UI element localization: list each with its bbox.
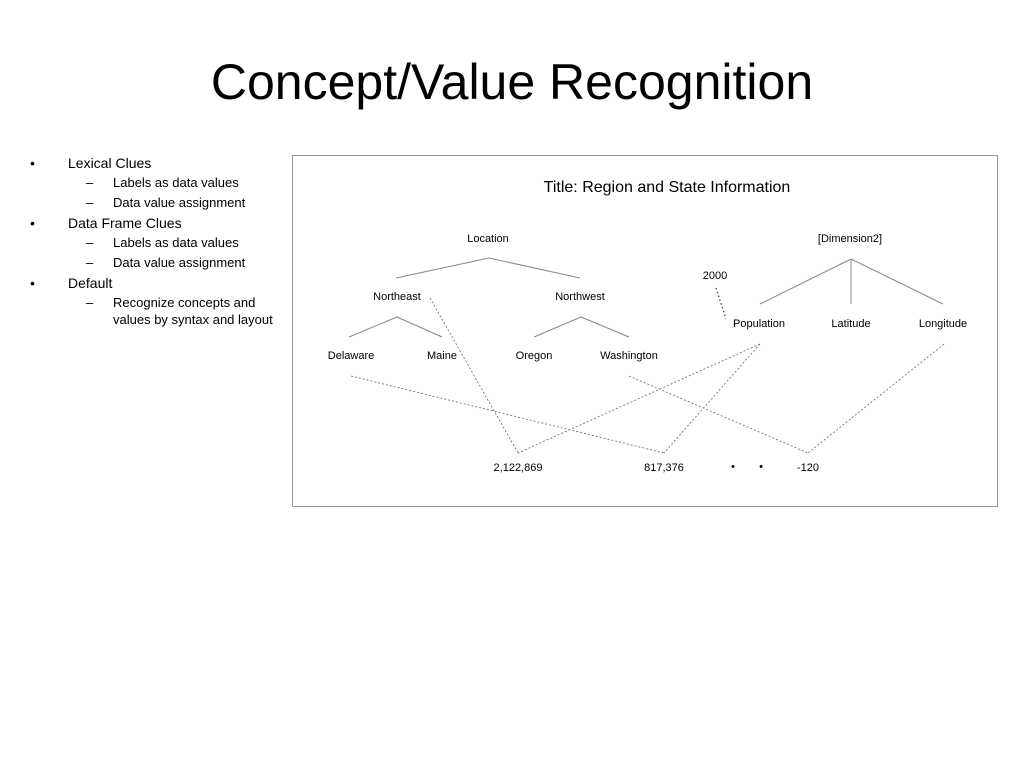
node-northeast: Northeast	[373, 291, 421, 303]
dash-marker: –	[86, 235, 94, 250]
sub-bullet-item: – Data value assignment	[28, 194, 278, 211]
node-maine: Maine	[427, 350, 457, 362]
bullet-text: Data Frame Clues	[68, 215, 182, 231]
node-northwest: Northwest	[555, 291, 605, 303]
sub-bullet-text: Labels as data values	[113, 235, 239, 250]
dash-marker: –	[86, 175, 94, 190]
tree-edge-northwest-washington	[580, 316, 630, 338]
node-washington: Washington	[600, 350, 658, 362]
diagram-title: Title: Region and State Information	[544, 179, 791, 196]
sub-bullet-text: Data value assignment	[113, 255, 246, 270]
sub-bullet-text: Recognize concepts and values by syntax …	[113, 295, 273, 327]
link-year-population	[715, 287, 727, 320]
node-location: Location	[467, 233, 509, 245]
tree-edge-dimension2-longitude	[850, 258, 944, 305]
bullet-text: Lexical Clues	[68, 155, 152, 171]
node-delaware: Delaware	[328, 350, 374, 362]
tree-edge-dimension2-population	[759, 258, 852, 305]
value-population-2: 817,376	[644, 462, 684, 474]
sub-bullet-item: – Data value assignment	[28, 254, 278, 271]
bullet-marker: •	[30, 155, 35, 171]
sub-bullet-item: – Recognize concepts and values by synta…	[28, 294, 278, 328]
node-population: Population	[733, 318, 785, 330]
node-longitude: Longitude	[919, 318, 967, 330]
node-latitude: Latitude	[831, 318, 870, 330]
diagram-frame: Title: Region and State Information Loca…	[292, 155, 998, 507]
tree-edge-northeast-delaware	[348, 316, 398, 338]
bullet-text: Default	[68, 275, 113, 291]
tree-edge-northwest-oregon	[533, 316, 582, 338]
node-year: 2000	[703, 270, 727, 282]
dash-marker: –	[86, 295, 94, 310]
dash-marker: –	[86, 195, 94, 210]
sub-bullet-item: – Labels as data values	[28, 174, 278, 191]
link-population-value1	[517, 343, 761, 454]
ellipsis-dot: •	[759, 461, 763, 473]
bullet-marker: •	[30, 215, 35, 231]
node-dimension2: [Dimension2]	[818, 233, 882, 245]
tree-edge-location-northeast	[395, 257, 490, 279]
bullet-item: • Data Frame Clues	[28, 214, 278, 232]
dash-marker: –	[86, 255, 94, 270]
link-population-value2	[663, 343, 761, 454]
diagram-svg: Title: Region and State Information Loca…	[328, 179, 967, 474]
ellipsis-dot: •	[731, 461, 735, 473]
sub-bullet-item: – Labels as data values	[28, 234, 278, 251]
link-delaware-value2	[350, 375, 665, 454]
bullet-list: • Lexical Clues – Labels as data values …	[28, 154, 278, 331]
sub-bullet-text: Data value assignment	[113, 195, 246, 210]
value-population-1: 2,122,869	[494, 462, 543, 474]
link-northeast-value1	[429, 297, 519, 454]
sub-bullet-text: Labels as data values	[113, 175, 239, 190]
bullet-item: • Default	[28, 274, 278, 292]
node-oregon: Oregon	[516, 350, 553, 362]
bullet-marker: •	[30, 275, 35, 291]
link-washington-value3	[628, 375, 809, 454]
tree-edge-location-northwest	[488, 257, 581, 279]
bullet-item: • Lexical Clues	[28, 154, 278, 172]
link-longitude-value3	[807, 343, 945, 454]
slide-title: Concept/Value Recognition	[210, 54, 814, 110]
value-longitude: -120	[797, 462, 819, 474]
tree-edge-northeast-maine	[396, 316, 443, 338]
